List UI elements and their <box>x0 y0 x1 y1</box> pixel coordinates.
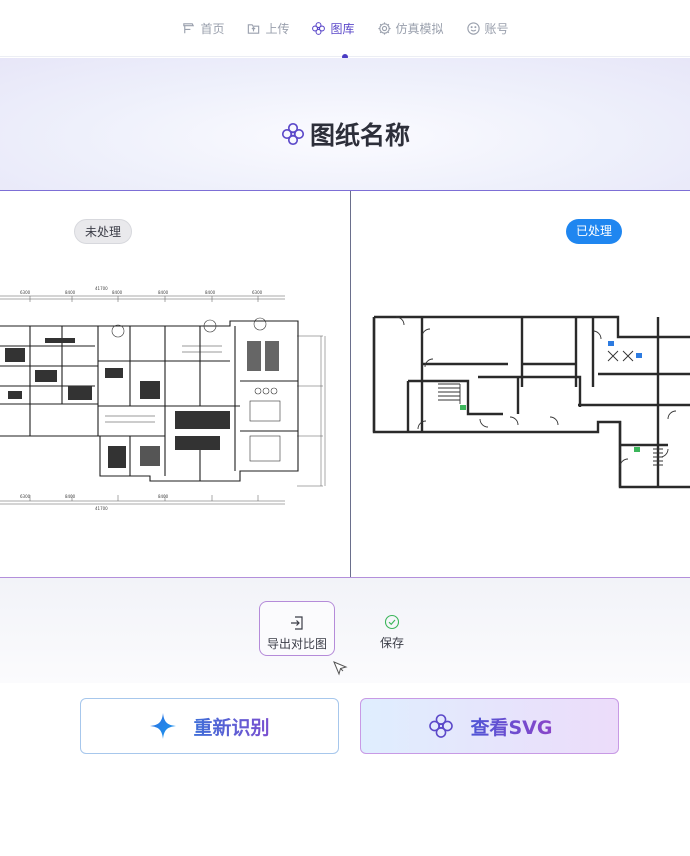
page-title: 图纸名称 <box>0 118 690 150</box>
svg-text:6300: 6300 <box>20 290 31 295</box>
save-label: 保存 <box>379 636 404 650</box>
svg-text:6300: 6300 <box>252 290 263 295</box>
nav-label-home: 首页 <box>200 21 225 36</box>
reidentify-button[interactable]: 重新识别 <box>80 698 339 754</box>
header-banner: 图纸名称 <box>0 58 690 190</box>
comparison-divider[interactable] <box>350 191 351 577</box>
svg-text:8400: 8400 <box>112 290 123 295</box>
flower-icon <box>281 122 305 146</box>
nav-items: 首页 上传 图库 仿真模拟 账号 <box>0 18 690 38</box>
upload-icon <box>248 23 260 34</box>
export-comparison-button[interactable]: 导出对比图 <box>259 601 335 656</box>
cursor-icon <box>333 661 348 676</box>
nav-item-simulation[interactable]: 仿真模拟 <box>377 18 444 38</box>
flower-icon <box>312 21 326 35</box>
nav-label-simulation: 仿真模拟 <box>395 21 444 36</box>
svg-text:8400: 8400 <box>65 494 76 499</box>
reidentify-label: 重新识别 <box>193 713 269 740</box>
nav-label-gallery: 图库 <box>330 21 355 36</box>
nav-item-account[interactable]: 账号 <box>466 18 509 38</box>
svg-text:8400: 8400 <box>205 290 216 295</box>
svg-text:8400: 8400 <box>65 290 76 295</box>
svg-text:8400: 8400 <box>158 290 169 295</box>
gear-icon <box>377 21 391 35</box>
svg-text:6300: 6300 <box>20 494 31 499</box>
processed-floorplan-image <box>372 315 690 489</box>
action-bar <box>0 578 690 683</box>
page-title-text: 图纸名称 <box>309 121 410 150</box>
svg-text:41700: 41700 <box>95 286 108 291</box>
export-icon <box>291 616 303 630</box>
export-comparison-label: 导出对比图 <box>266 637 327 651</box>
nav-item-gallery[interactable]: 图库 <box>311 18 355 38</box>
top-navigation: 首页 上传 图库 仿真模拟 账号 <box>0 0 690 57</box>
home-icon <box>183 22 195 33</box>
view-svg-button[interactable]: 查看SVG <box>360 698 619 754</box>
unprocessed-badge: 未处理 <box>74 219 133 244</box>
check-circle-icon <box>384 614 400 630</box>
svg-text:41700: 41700 <box>95 506 108 511</box>
svg-text:8400: 8400 <box>158 494 169 499</box>
active-nav-indicator <box>342 54 348 60</box>
nav-item-home[interactable]: 首页 <box>181 18 224 38</box>
nav-label-upload: 上传 <box>265 21 290 36</box>
original-floorplan-image: 6300 8400 8400 8400 8400 6300 41700 41700 630… <box>0 286 326 511</box>
view-svg-label: 查看SVG <box>471 713 553 740</box>
smiley-icon <box>466 21 480 35</box>
save-button[interactable]: 保存 <box>372 614 412 651</box>
nav-item-upload[interactable]: 上传 <box>246 18 289 38</box>
flower-icon <box>428 714 453 738</box>
sparkle-icon <box>150 713 177 739</box>
nav-label-account: 账号 <box>484 21 509 36</box>
processed-badge: 已处理 <box>566 219 623 244</box>
comparison-panel: 未处理 已处理 <box>0 190 690 578</box>
